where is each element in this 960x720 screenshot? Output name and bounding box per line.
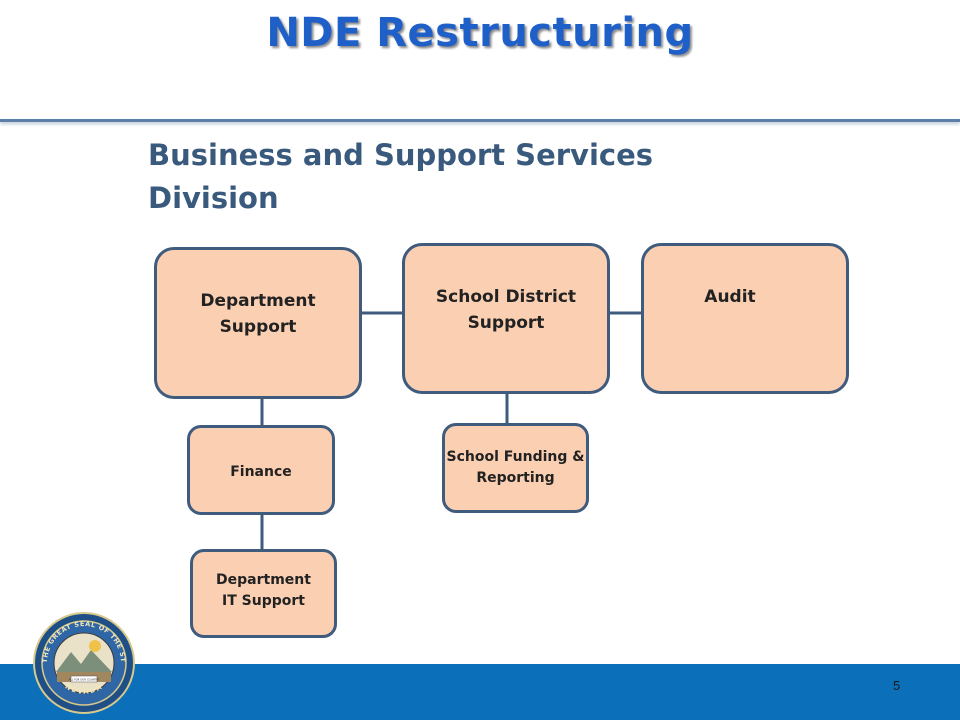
division-heading: Business and Support Services Division [148, 134, 653, 220]
department-it-support-label-line-2: IT Support [222, 593, 305, 609]
school-district-support-label-line-2: Support [467, 313, 545, 333]
department-support-label-line-1: Department [200, 291, 316, 311]
department-support-label-line-2: Support [219, 317, 297, 337]
school-district-support-box: School District Support [402, 243, 610, 394]
footer-bar [0, 664, 960, 720]
division-heading-line-2: Division [148, 181, 279, 215]
department-it-support-label-line-1: Department [216, 572, 311, 588]
slide-title: NDE Restructuring [266, 10, 694, 56]
nevada-state-seal-icon: THE GREAT SEAL OF THE STATE OF NEVADA AL… [33, 612, 135, 714]
school-funding-reporting-box: School Funding & Reporting [442, 423, 589, 513]
school-funding-reporting-label-line-1: School Funding & [446, 449, 585, 465]
audit-label: Audit [704, 287, 756, 307]
department-it-support-box: Department IT Support [190, 549, 337, 638]
department-support-box: Department Support [154, 247, 362, 399]
school-funding-reporting-label-line-2: Reporting [476, 470, 555, 486]
division-heading-line-1: Business and Support Services [148, 138, 654, 172]
audit-box: Audit [641, 243, 849, 394]
finance-box: Finance [187, 425, 335, 515]
school-district-support-label-line-1: School District [435, 287, 577, 307]
page-number: 5 [893, 678, 901, 693]
seal-motto: ALL FOR OUR COUNTRY [69, 678, 100, 682]
finance-label: Finance [230, 464, 292, 480]
title-divider [0, 119, 960, 122]
